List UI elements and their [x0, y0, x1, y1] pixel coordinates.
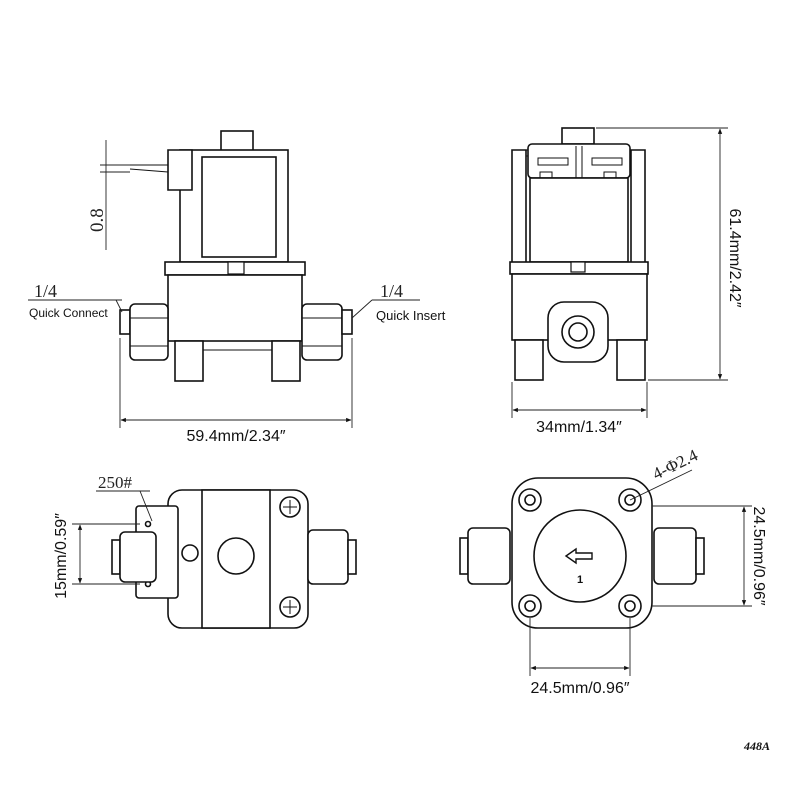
front-coil-body [201, 156, 277, 258]
side-port-inner [568, 322, 588, 342]
bottom-right-fitting [653, 527, 697, 585]
screw-icon [279, 496, 301, 518]
front-left-collet [119, 309, 131, 335]
top-height-label: 15mm/0.59″ [53, 513, 70, 599]
top-terminal-lug [181, 544, 199, 562]
front-coil-cap [220, 130, 254, 152]
top-left-fitting [119, 531, 157, 583]
front-right-fitting-size: 1/4 [380, 281, 403, 301]
bottom-port-number: 1 [577, 574, 583, 586]
screw-icon [279, 596, 301, 618]
side-height-label: 61.4mm/2.42″ [726, 208, 743, 307]
bottom-left-fitting [467, 527, 511, 585]
front-right-collet [341, 309, 353, 335]
model-code: 448A [743, 739, 770, 753]
top-right-fitting [307, 529, 349, 585]
top-view: 250# 15mm/0.59″ [53, 473, 357, 629]
front-foot-left [174, 340, 204, 382]
bottom-view: 1 4-Φ2.4 24.5mm/0.96″ 24.5mm/0.96″ [459, 445, 767, 697]
front-left-fitting [129, 303, 169, 361]
front-valve-body [167, 274, 303, 342]
side-top-cap [561, 127, 595, 145]
side-width-label: 34mm/1.34″ [536, 419, 622, 436]
front-right-fitting-type: Quick Insert [376, 308, 446, 323]
front-left-fitting-size: 1/4 [34, 281, 57, 301]
front-view: 0.8 1/4 Quick Connect 1/4 Quick Insert 5… [28, 130, 446, 445]
front-foot-right [271, 340, 301, 382]
bottom-height-label: 24.5mm/0.96″ [750, 506, 767, 605]
top-center-hole [217, 537, 255, 575]
front-width-label: 59.4mm/2.34″ [186, 428, 285, 445]
front-left-fitting-type: Quick Connect [29, 306, 108, 320]
flow-arrow-icon [564, 547, 593, 565]
side-coil-body [529, 177, 629, 263]
front-right-fitting [301, 303, 343, 361]
front-thickness-label: 0.8 [87, 208, 108, 232]
front-terminal [167, 149, 193, 191]
side-view: 61.4mm/2.42″ 34mm/1.34″ [509, 127, 743, 436]
top-terminal-label: 250# [98, 473, 133, 492]
bottom-width-label: 24.5mm/0.96″ [530, 680, 629, 697]
